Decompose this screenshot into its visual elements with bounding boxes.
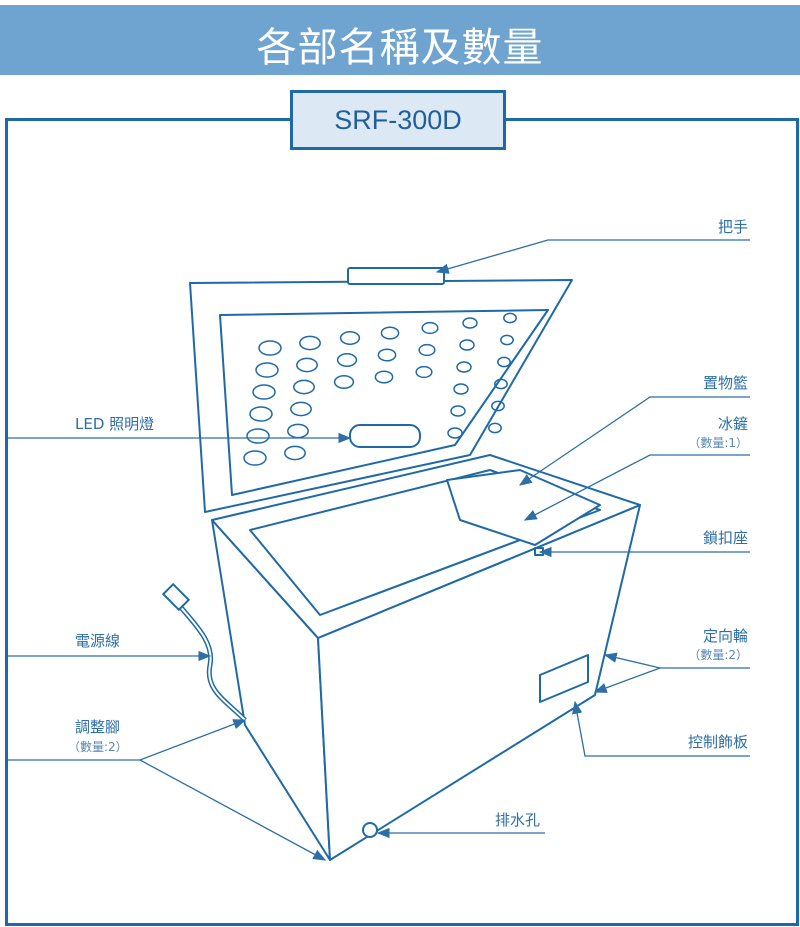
lid-dimple <box>488 422 502 434</box>
lid-dimple <box>453 383 469 395</box>
label-lock-seat: 鎖扣座 <box>702 529 748 547</box>
lid-dimple <box>290 401 312 417</box>
lid-dimple <box>293 379 315 395</box>
control-panel <box>539 654 589 703</box>
lid-dimple <box>494 378 508 390</box>
label-ice-scoop: 冰鏟 <box>717 415 748 433</box>
lid-dimple <box>249 406 273 422</box>
lid-dimple <box>296 357 318 373</box>
basket <box>446 469 601 546</box>
label-caster: 定向輪 <box>702 627 748 645</box>
label-ice-scoop-qty: （數量:1） <box>688 436 748 450</box>
lid-dimple <box>339 331 361 345</box>
lid-dimple <box>252 384 276 400</box>
lid-dimples <box>243 312 517 466</box>
plug <box>161 582 191 612</box>
handle <box>347 267 445 285</box>
lid-dimple <box>450 405 466 417</box>
label-drain: 排水孔 <box>495 811 541 829</box>
lid-dimple <box>284 445 306 461</box>
label-handle: 把手 <box>717 218 748 236</box>
lid-dimple <box>447 427 463 439</box>
lid-dimple <box>491 400 505 412</box>
lid-dimple <box>255 362 279 378</box>
led-light <box>349 424 421 448</box>
lid-dimple <box>336 353 358 367</box>
label-leveling-foot: 調整腳 <box>75 718 121 736</box>
lid-dimple <box>333 375 355 389</box>
lid-dimple <box>418 343 436 357</box>
model-badge: SRF-300D <box>290 90 506 150</box>
lid-dimple <box>374 370 394 384</box>
lid-dimple <box>456 361 472 373</box>
lid-dimple <box>421 321 439 335</box>
lid-dimple <box>462 317 478 329</box>
label-led: LED 照明燈 <box>75 415 155 433</box>
label-caster-qty: （數量:2） <box>688 648 748 662</box>
lid-dimple <box>246 428 270 444</box>
lid-dimple <box>500 334 514 346</box>
drain-hole <box>362 822 378 838</box>
lid-dimple <box>497 356 511 368</box>
lid-dimple <box>503 312 517 324</box>
header-banner: 各部名稱及數量 <box>0 5 800 75</box>
label-power-cord: 電源線 <box>75 632 121 650</box>
label-leveling-foot-qty: （數量:2） <box>68 740 128 754</box>
lid-dimple <box>415 365 433 379</box>
lid-dimple <box>243 450 267 466</box>
lid-dimple <box>380 326 400 340</box>
lid-dimple <box>299 335 321 351</box>
page-title: 各部名稱及數量 <box>256 25 544 71</box>
lid-dimple <box>258 340 282 356</box>
label-control-panel: 控制飾板 <box>687 733 748 751</box>
lid-dimple <box>459 339 475 351</box>
lid-dimple <box>377 348 397 362</box>
label-basket: 置物籃 <box>702 374 748 392</box>
